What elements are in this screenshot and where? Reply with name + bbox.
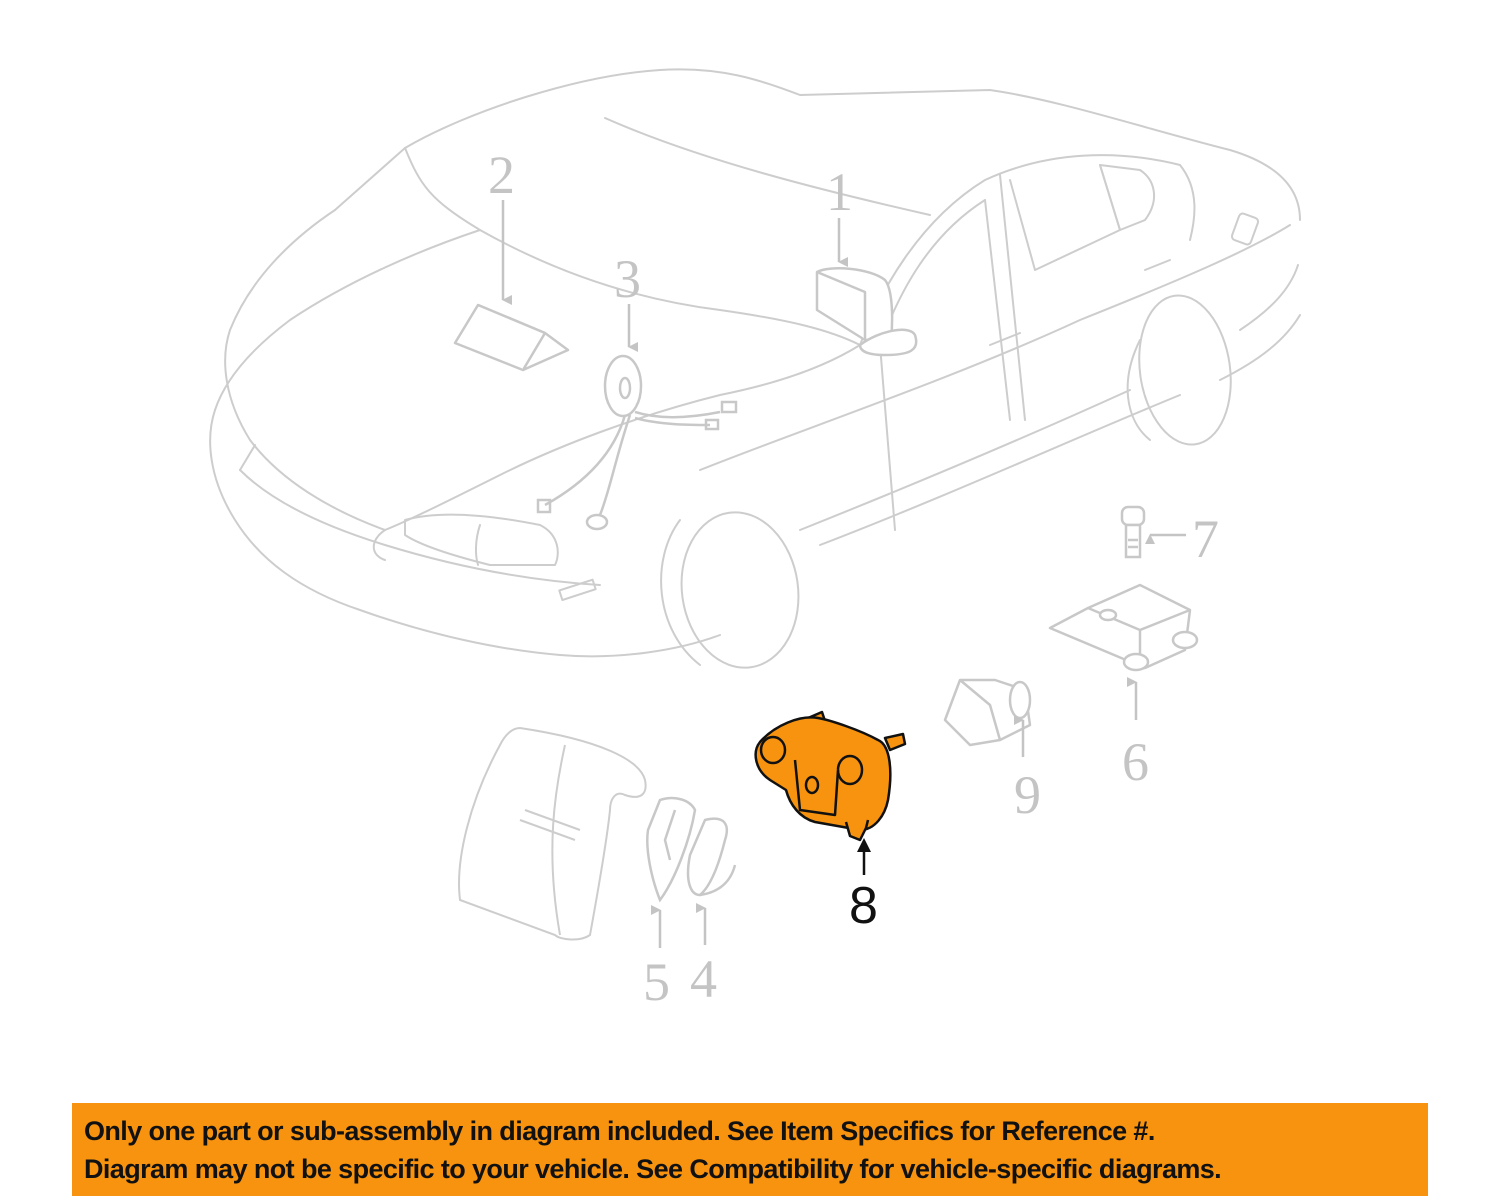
car-outline <box>209 68 1301 669</box>
leader-arrow-8 <box>857 838 871 875</box>
leader-arrows <box>501 200 1186 948</box>
callout-6: 6 <box>1122 732 1149 792</box>
callout-9: 9 <box>1014 765 1041 825</box>
callout-5: 5 <box>643 952 670 1012</box>
callout-4: 4 <box>690 949 717 1009</box>
callout-8: 8 <box>849 877 878 935</box>
callout-7: 7 <box>1192 509 1219 569</box>
disclaimer-banner: Only one part or sub-assembly in diagram… <box>72 1103 1428 1196</box>
part-1-mirror <box>815 267 918 357</box>
part-6-sensing-module <box>1048 583 1199 672</box>
part-4-clip <box>686 817 737 897</box>
part-3-clock-spring <box>536 354 738 531</box>
part-8-impact-sensor <box>754 710 907 842</box>
part-5-bracket <box>646 796 697 903</box>
callout-3: 3 <box>614 249 641 309</box>
callout-2: 2 <box>488 145 515 205</box>
part-7-bolt <box>1120 505 1146 559</box>
part-9-connector <box>943 678 1032 747</box>
part-2-airbag-module <box>453 303 570 372</box>
disclaimer-line-1: Only one part or sub-assembly in diagram… <box>84 1115 1155 1146</box>
callout-1: 1 <box>826 162 853 222</box>
parts-diagram <box>209 68 1301 948</box>
disclaimer-line-2: Diagram may not be specific to your vehi… <box>84 1153 1222 1184</box>
part-seat-assembly <box>458 726 647 941</box>
